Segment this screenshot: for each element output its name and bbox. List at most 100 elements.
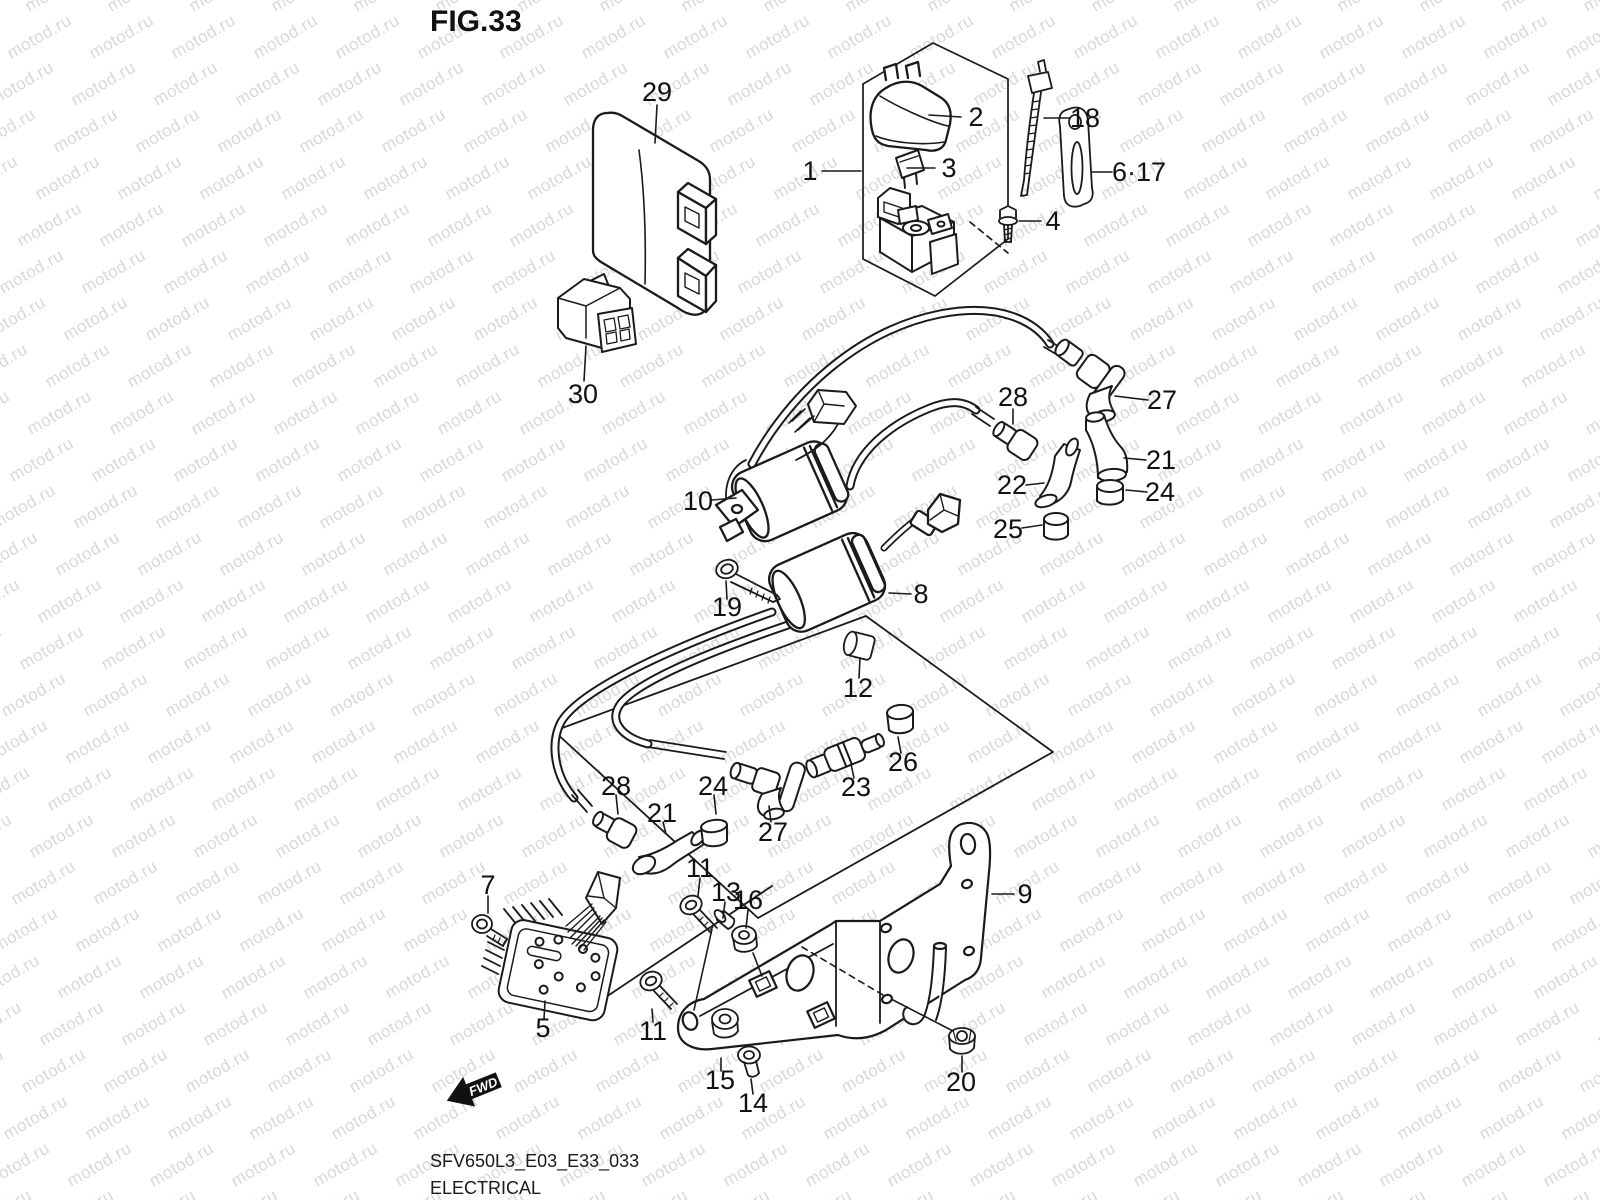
callout-leader-5 [543,1000,546,1020]
callout-label-24: 24 [1145,477,1175,507]
callout-label-20: 20 [946,1067,976,1097]
spacer-13 [713,909,736,930]
spark-plug-wires-upper [747,306,1067,491]
callout-label-8: 8 [913,579,928,609]
callout-leader-25 [1021,524,1043,529]
plug-boot-lower-21 [631,829,706,876]
callout-label-10: 10 [683,486,713,516]
callout-label-22: 22 [997,470,1027,500]
callout-leader-21 [662,821,667,835]
callout-label-27: 27 [758,817,788,847]
callout-label-15: 15 [705,1065,735,1095]
callout-leader-27 [768,805,772,823]
callout-leader-26 [897,736,902,754]
callout-leader-14 [750,1078,754,1095]
callout-label-9: 9 [1017,879,1032,909]
callout-label-3: 3 [941,153,956,183]
callout-label-2: 2 [968,102,983,132]
ignition-coil-rear [768,492,962,633]
ecu-part [591,111,718,316]
callout-label-16: 16 [733,885,763,915]
regulator-part [481,871,621,1022]
connector-part [557,273,637,353]
callout-leader-8 [888,592,912,595]
screw-11-upper [679,894,718,934]
callout-leader-24 [1125,489,1148,493]
ground-plane [553,615,1054,1002]
callout-leader-19 [725,580,728,600]
callout-label-26: 26 [888,747,918,777]
plug-ring-lower-26 [886,703,914,735]
callout-leader-23 [850,763,855,779]
callout-leader-13 [722,901,726,919]
nut-20 [948,1027,976,1055]
callout-label-6·17: 6·17 [1112,157,1166,187]
callout-label-21: 21 [647,798,677,828]
callout-label-11: 11 [686,853,714,883]
callout-label-21: 21 [1146,445,1176,475]
figure-part-code: SFV650L3_E03_E33_033 [430,1151,640,1171]
grommet-15 [711,1008,739,1039]
cable-tie-part [1020,59,1053,197]
callout-label-11: 11 [639,1016,667,1046]
callout-label-7: 7 [480,870,495,900]
plug-joint-lower-28 [592,810,638,849]
callout-label-24: 24 [698,771,728,801]
callout-label-5: 5 [535,1013,550,1043]
callout-leader-10 [711,497,737,501]
band-part [1058,106,1094,208]
callout-label-4: 4 [1045,206,1060,236]
relay-bolt-part [998,205,1018,243]
callout-label-14: 14 [738,1088,768,1118]
callout-leader-27 [1114,395,1149,401]
fwd-arrow: FWD [446,1072,502,1107]
fuse-part [895,149,925,189]
plug-cap-lower-27 [729,761,806,821]
callout-label-27: 27 [1147,385,1177,415]
callout-leader-30 [583,345,587,382]
callout-leader-22 [1025,482,1045,486]
callout-leader-12 [858,657,861,679]
callout-leader-16 [745,909,749,929]
mounting-bracket [676,821,992,1051]
ignition-coil-front [714,440,850,543]
bolt-14 [737,1045,761,1078]
callout-leader-11 [697,877,701,897]
plug-boot-upper-22 [1034,437,1081,509]
figure-title: FIG.33 [430,5,522,38]
coil-connector [788,389,857,461]
callout-leader-28 [615,794,619,815]
callout-label-12: 12 [843,673,873,703]
fwd-arrow-label: FWD [467,1074,501,1099]
plug-cap-upper-27 [1054,338,1126,423]
plug-ring-upper-24 [1096,479,1124,506]
plug-boot-lower-23 [805,733,885,779]
screw-11-lower [639,970,678,1010]
figure-footer: SFV650L3_E03_E33_033 ELECTRICAL [430,1148,639,1200]
callout-label-19: 19 [712,592,742,622]
callout-label-29: 29 [642,77,672,107]
relay-cover-part [869,60,952,152]
bolt-7 [471,914,508,947]
callout-leader-11 [651,1008,654,1023]
callout-label-25: 25 [993,514,1023,544]
plug-ring-upper-25 [1043,512,1069,541]
callout-leader-24 [713,794,717,815]
plug-joint-upper-28 [992,421,1039,461]
callout-leader-21 [1123,457,1147,461]
starter-relay-part [877,187,959,275]
callout-label-1: 1 [802,156,817,186]
plug-boot-upper-21 [1085,411,1129,483]
callout-label-28: 28 [998,382,1028,412]
plug-ring-lower-24 [700,818,728,848]
callout-label-13: 13 [711,877,741,907]
coil-bolt [715,558,781,604]
figure-caption: ELECTRICAL [430,1178,542,1198]
grommet-16 [731,925,758,953]
callout-label-18: 18 [1070,103,1100,133]
callout-label-30: 30 [568,379,598,409]
callout-leader-29 [654,104,658,144]
